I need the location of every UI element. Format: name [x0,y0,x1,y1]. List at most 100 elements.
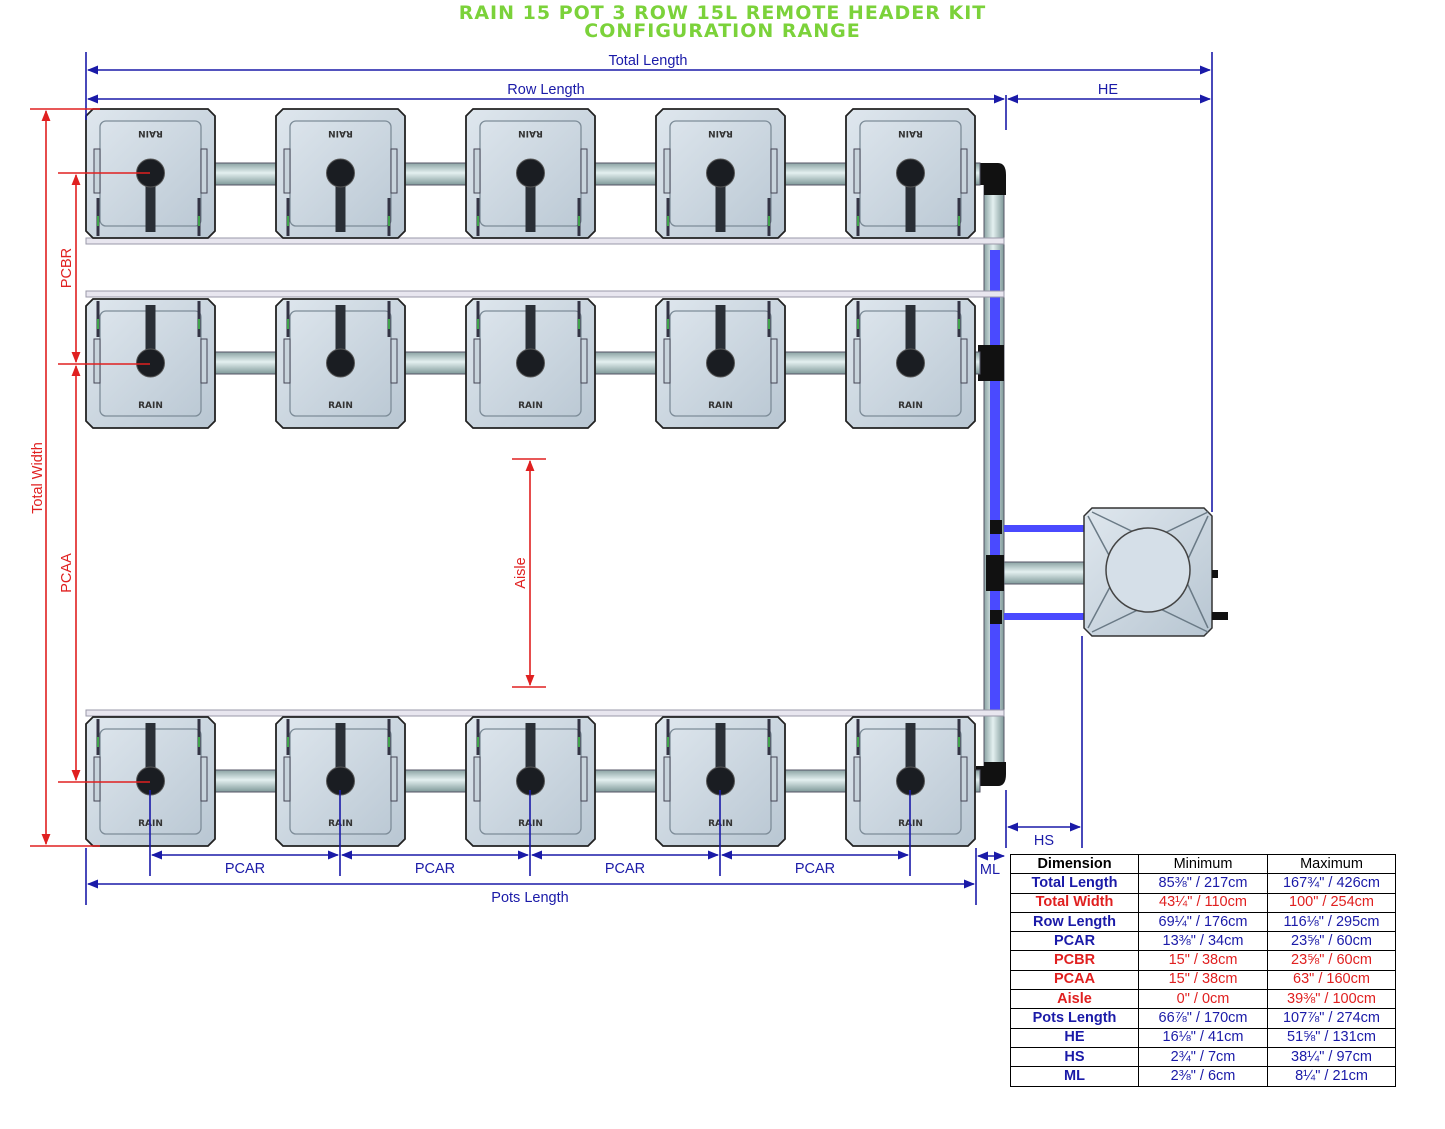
dimension-name-cell: Total Length [1010,873,1139,894]
pcbr-label: PCBR [59,248,75,288]
aisle-label: Aisle [513,557,529,588]
drain-line [85,709,1005,717]
pots-length-label: Pots Length [491,890,568,906]
maximum-cell: 167¾" / 426cm [1267,873,1396,894]
feed-line-top [1004,525,1084,532]
minimum-cell: 0" / 0cm [1138,989,1268,1010]
reservoir [1083,507,1228,637]
pot: RAIN [655,298,786,429]
minimum-cell: 66⅞" / 170cm [1138,1008,1268,1029]
dimension-name-cell: PCBR [1010,950,1139,971]
connector [990,520,1002,534]
reservoir-lid [1105,527,1191,613]
pot: RAIN [465,298,596,429]
pot-brand-label: RAIN [138,401,163,411]
pot: RAIN [845,716,976,847]
pot: RAIN [85,716,216,847]
minimum-cell: 13⅜" / 34cm [1138,931,1268,952]
column-header: Dimension [1010,853,1139,875]
minimum-cell: 16⅛" / 41cm [1138,1027,1268,1048]
feed-line-bottom [1004,613,1084,620]
pot: RAIN [85,108,216,239]
pot: RAIN [275,108,406,239]
pot: RAIN [85,298,216,429]
dimension-name-cell: HE [1010,1027,1139,1048]
tee-fitting [986,555,1004,591]
pot-brand-label: RAIN [328,401,353,411]
minimum-cell: 2⅜" / 6cm [1138,1066,1268,1087]
minimum-cell: 15" / 38cm [1138,950,1268,971]
dimension-name-cell: Total Width [1010,892,1139,913]
ml-label: ML [980,862,1000,878]
pot-brand-label: RAIN [898,401,923,411]
pot: RAIN [275,298,406,429]
dimension-name-cell: ML [1010,1066,1139,1087]
he-label: HE [1098,82,1118,98]
pot-brand-label: RAIN [708,401,733,411]
connector [990,610,1002,624]
total-width-label: Total Width [30,442,46,514]
hs-label: HS [1034,833,1054,849]
minimum-cell: 69¼" / 176cm [1138,911,1268,933]
elbow-fitting [976,163,1006,195]
column-header: Maximum [1267,853,1396,875]
pot: RAIN [655,108,786,239]
pot: RAIN [845,108,976,239]
dimension-name-cell: PCAA [1010,969,1139,991]
maximum-cell: 39⅜" / 100cm [1267,989,1396,1010]
maximum-cell: 116⅛" / 295cm [1267,911,1396,933]
pot-brand-label: RAIN [898,128,923,138]
pot-brand-label: RAIN [138,128,163,138]
pot-brand-label: RAIN [328,128,353,138]
pot: RAIN [465,716,596,847]
minimum-cell: 85⅜" / 217cm [1138,873,1268,894]
reservoir-pipe [1003,561,1085,585]
row-length-label: Row Length [507,82,584,98]
dimension-name-cell: Row Length [1010,911,1139,933]
pcar-label: PCAR [415,861,455,877]
pot: RAIN [465,108,596,239]
column-header: Minimum [1138,853,1268,875]
drain-line [85,290,1005,298]
pcaa-label: PCAA [59,553,75,593]
diagram-title-line-2: CONFIGURATION RANGE [584,20,861,42]
diagram-title-line-1: RAIN 15 POT 3 ROW 15L REMOTE HEADER KIT [458,2,987,24]
maximum-cell: 38¼" / 97cm [1267,1046,1396,1068]
dimension-name-cell: Aisle [1010,989,1139,1010]
tee-fitting [978,345,1004,381]
pot: RAIN [845,298,976,429]
maximum-cell: 8¼" / 21cm [1267,1066,1396,1087]
table-header-row: Dimension Minimum Maximum [1010,853,1396,875]
minimum-cell: 15" / 38cm [1138,969,1268,991]
minimum-cell: 43¼" / 110cm [1138,892,1268,913]
dimension-name-cell: HS [1010,1046,1139,1068]
pot-brand-label: RAIN [518,401,543,411]
dimension-name-cell: PCAR [1010,931,1139,952]
pot-brand-label: RAIN [518,128,543,138]
maximum-cell: 100" / 254cm [1267,892,1396,913]
dimension-name-cell: Pots Length [1010,1008,1139,1029]
pcar-label: PCAR [225,861,265,877]
total-length-label: Total Length [608,53,687,69]
pcar-label: PCAR [605,861,645,877]
maximum-cell: 23⅝" / 60cm [1267,950,1396,971]
pcar-label: PCAR [795,861,835,877]
pot-brand-label: RAIN [708,128,733,138]
elbow-fitting [976,762,1006,786]
maximum-cell: 51⅝" / 131cm [1267,1027,1396,1048]
minimum-cell: 2¾" / 7cm [1138,1046,1268,1068]
maximum-cell: 63" / 160cm [1267,969,1396,991]
maximum-cell: 23⅝" / 60cm [1267,931,1396,952]
